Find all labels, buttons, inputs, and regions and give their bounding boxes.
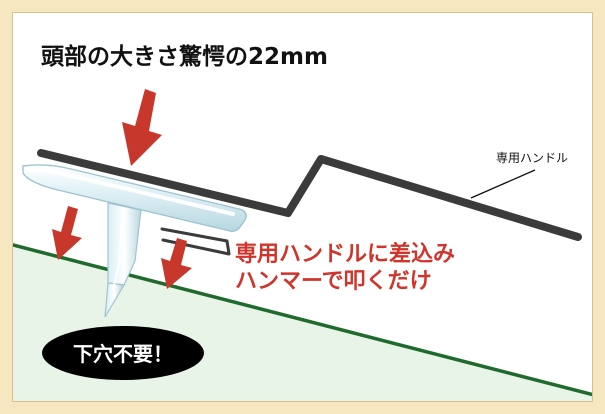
- instruction-line-1: 専用ハンドルに差込み: [235, 241, 455, 267]
- callout-line: [470, 169, 536, 199]
- peg-tip: [104, 282, 125, 318]
- handle-outline: [37, 149, 582, 241]
- peg-center-shine: [112, 206, 124, 290]
- diagram-canvas: 頭部の大きさ驚愕の22mm 専用ハンドル 専用ハンドルに差込み ハンマーで叩くだ…: [13, 43, 592, 401]
- badge-text: 下穴不要！: [73, 342, 173, 366]
- peg-head-highlight: [28, 168, 235, 216]
- arrow-top-icon: [122, 89, 162, 166]
- handle-hook: [160, 227, 231, 256]
- peg-head: [22, 164, 247, 232]
- headline: 頭部の大きさ驚愕の22mm: [41, 43, 328, 70]
- arrow-left-icon: [52, 206, 82, 260]
- handle-label: 専用ハンドル: [496, 151, 568, 165]
- peg-shaft: [107, 202, 142, 286]
- diagram-panel: 頭部の大きさ驚愕の22mm 専用ハンドル 専用ハンドルに差込み ハンマーで叩くだ…: [12, 12, 593, 402]
- badge-bubble: [42, 326, 204, 380]
- peg-icon: [22, 164, 247, 318]
- arrow-right-icon: [161, 238, 192, 289]
- instruction-line-2: ハンマーで叩くだけ: [235, 269, 432, 294]
